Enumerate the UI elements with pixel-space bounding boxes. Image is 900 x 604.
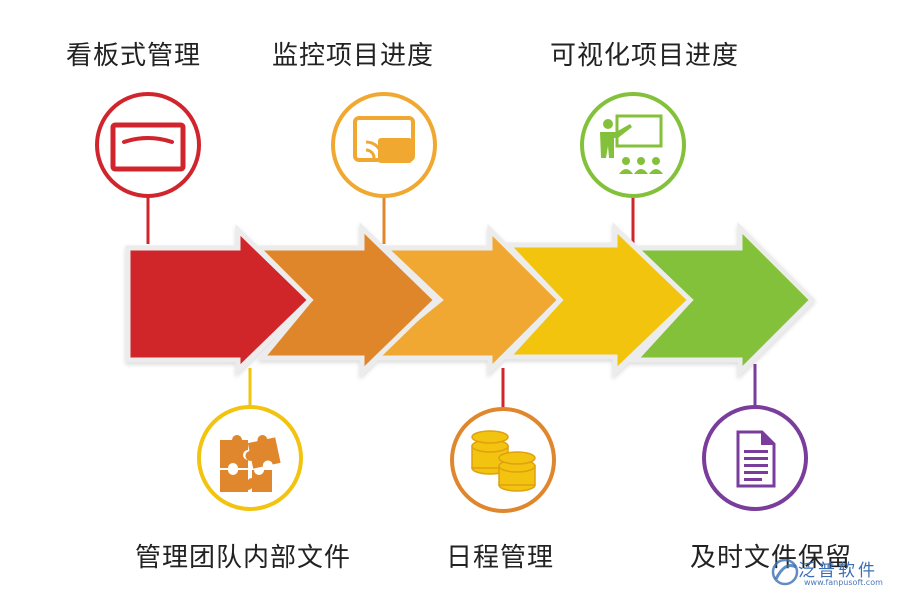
wireless-screen-icon <box>331 92 437 198</box>
document-icon <box>702 405 808 511</box>
puzzle-pieces-icon <box>197 405 303 511</box>
watermark-url: www.fanpusoft.com <box>804 578 883 587</box>
label-kanban-management: 看板式管理 <box>66 41 202 71</box>
presentation-teacher-icon <box>580 92 686 198</box>
label-schedule-management: 日程管理 <box>446 543 555 573</box>
connector-lines <box>146 197 757 410</box>
arrow-orange <box>251 222 440 378</box>
label-visual-progress: 可视化项目进度 <box>550 41 740 71</box>
watermark: 泛普软件 www.fanpusoft.com <box>768 554 890 594</box>
arrow-red <box>125 224 314 376</box>
label-file-archive: 及时文件保留 <box>690 543 853 573</box>
brand-logo-icon <box>771 558 799 586</box>
label-monitor-progress: 监控项目进度 <box>272 41 435 71</box>
coin-stacks-icon <box>450 407 556 513</box>
watermark-name: 泛普软件 <box>798 561 878 581</box>
arrow-chain <box>125 221 816 379</box>
label-team-files: 管理团队内部文件 <box>135 543 352 573</box>
kanban-board-icon <box>95 92 201 198</box>
